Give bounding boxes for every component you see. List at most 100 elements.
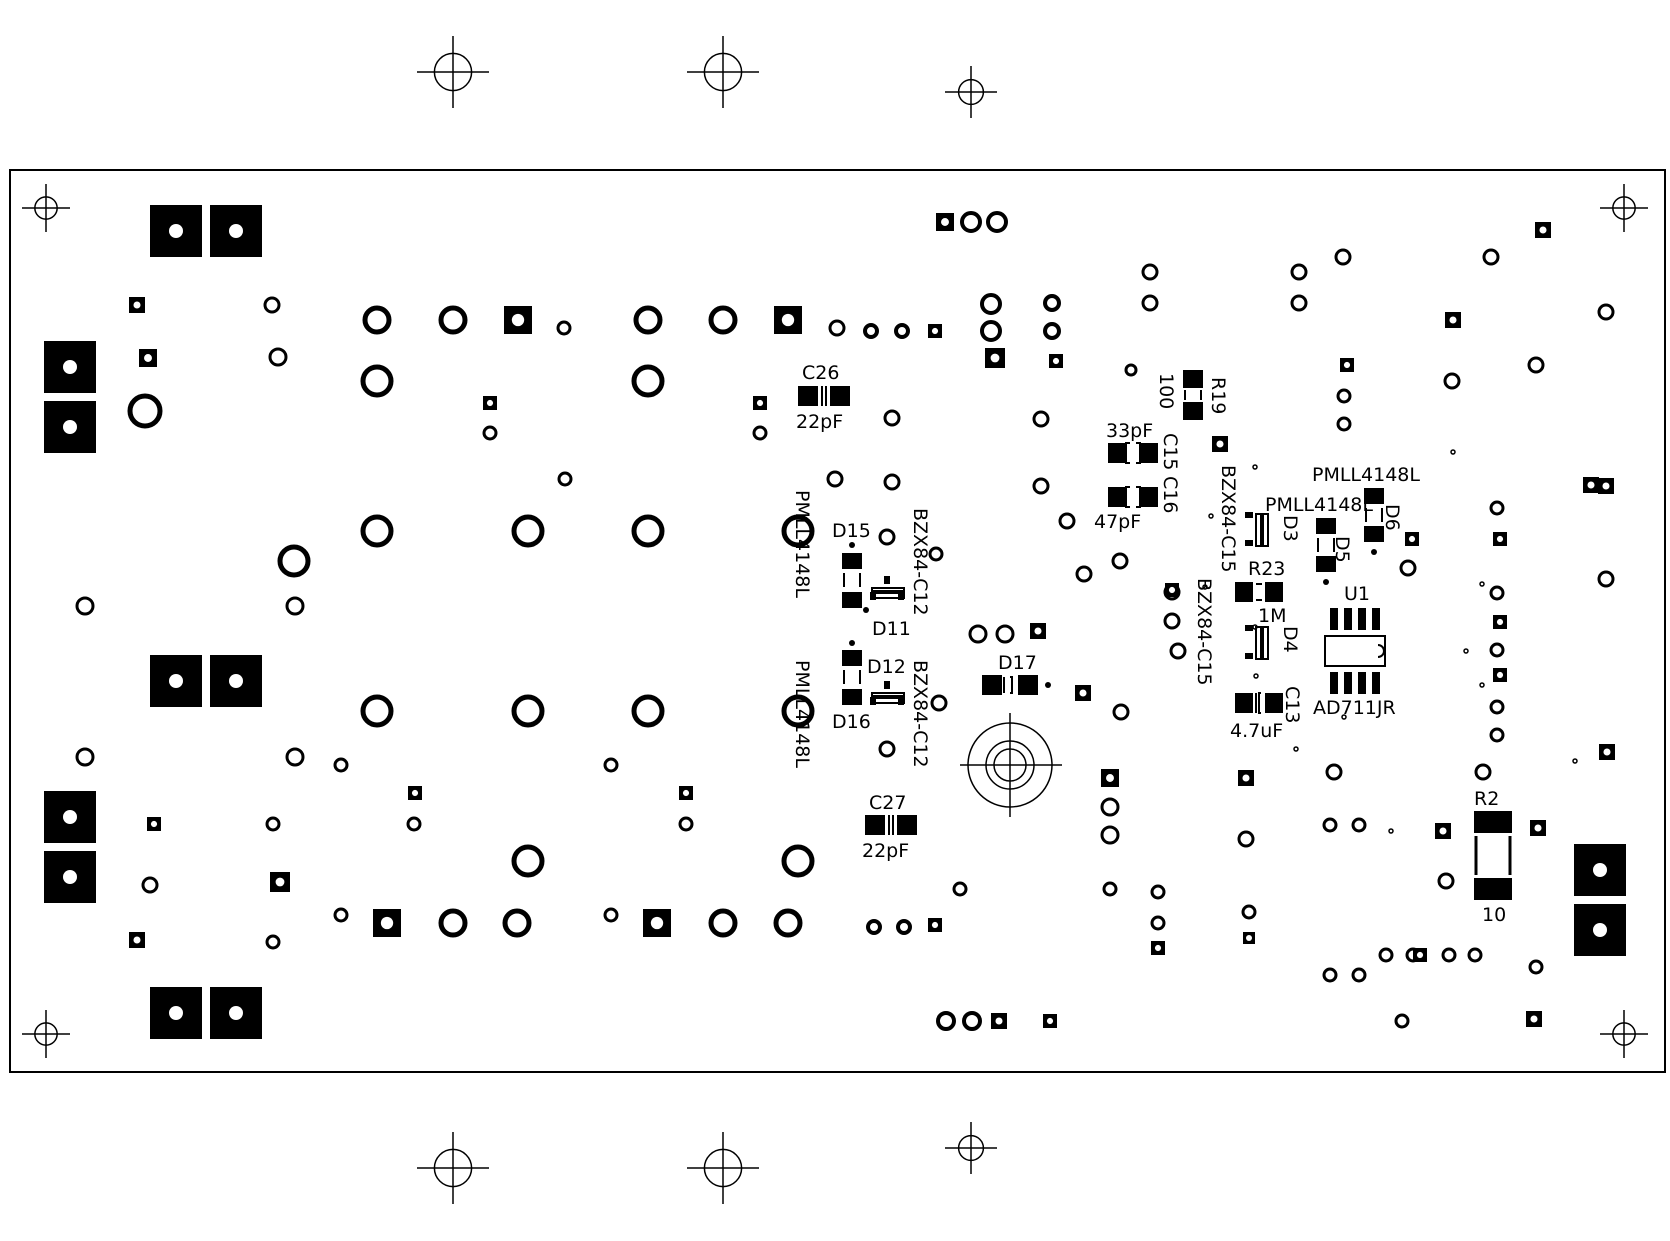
round-pad (896, 919, 912, 935)
round-pad (752, 425, 768, 441)
terminal-pad-hole (229, 224, 243, 238)
square-pad-hole (1496, 671, 1504, 679)
round-pad (1489, 500, 1505, 516)
c15-pad (1140, 443, 1158, 463)
round-pad (773, 908, 803, 938)
square-pad-hole (682, 789, 690, 797)
d4-label: D4 (1279, 626, 1301, 653)
square-pad-hole (1408, 535, 1416, 543)
pmll-d6-label: PMLL4148L (1312, 464, 1420, 486)
d17-pad (1018, 675, 1038, 695)
round-pad (1202, 584, 1208, 590)
round-pad (511, 694, 545, 728)
square-pad-hole (990, 353, 1000, 363)
round-pad (1336, 416, 1352, 432)
round-pad (1141, 263, 1159, 281)
round-pad (883, 473, 901, 491)
round-pad (1075, 565, 1093, 583)
square-pad-hole (1530, 1015, 1538, 1023)
square-pad-hole (931, 921, 939, 929)
round-pad (863, 323, 879, 339)
terminal-pad-hole (1593, 863, 1607, 877)
round-pad (285, 596, 305, 616)
round-pad (1474, 763, 1492, 781)
round-pad (631, 514, 665, 548)
square-pad-hole (781, 313, 795, 327)
d15-pad (842, 592, 862, 608)
round-pad (360, 514, 394, 548)
round-pad (1489, 642, 1505, 658)
r19-label: R19 (1207, 377, 1229, 414)
d15-label: D15 (832, 520, 871, 542)
square-pad-hole (1246, 935, 1252, 941)
round-pad (141, 876, 159, 894)
round-pad (1597, 303, 1615, 321)
round-pad (826, 470, 844, 488)
round-pad (1482, 248, 1500, 266)
round-pad (1150, 884, 1166, 900)
round-pad (438, 908, 468, 938)
terminal-pad-hole (1593, 923, 1607, 937)
round-pad (995, 624, 1015, 644)
square-pad-hole (941, 218, 949, 226)
round-pad (277, 544, 311, 578)
round-pad (1528, 959, 1544, 975)
terminal-pad-hole (169, 674, 183, 688)
square-pad-hole (511, 313, 525, 327)
round-pad (1489, 699, 1505, 715)
round-pad (406, 816, 422, 832)
u1-value: AD711JR (1313, 697, 1396, 719)
square-pad-hole (1052, 357, 1060, 365)
round-pad (1572, 758, 1578, 764)
c26-pad (830, 386, 850, 406)
round-pad (265, 934, 281, 950)
round-pad (1241, 904, 1257, 920)
round-pad (285, 747, 305, 767)
square-pad-hole (133, 936, 141, 944)
r23-label: R23 (1248, 558, 1285, 580)
round-pad (1124, 363, 1138, 377)
d17-pad (982, 675, 1002, 695)
square-pad-hole (995, 1017, 1003, 1025)
round-pad (127, 393, 163, 429)
square-pad-hole (650, 916, 664, 930)
round-pad (952, 881, 968, 897)
round-pad (1489, 585, 1505, 601)
round-pad (1322, 817, 1338, 833)
board-outline (9, 169, 1666, 1073)
terminal-pad-hole (169, 1006, 183, 1020)
square-pad-hole (1343, 361, 1351, 369)
round-pad (556, 320, 572, 336)
square-pad-hole (1439, 827, 1447, 835)
round-pad (1479, 682, 1485, 688)
square-pad-hole (411, 789, 419, 797)
terminal-pads (44, 205, 1626, 1039)
round-pad (878, 740, 896, 758)
pmll-d16-label: PMLL4148L (791, 660, 813, 768)
terminal-pad-hole (63, 360, 77, 374)
square-pad-hole (1106, 774, 1114, 782)
square-pad-hole (1079, 689, 1087, 697)
round-pad (482, 425, 498, 441)
round-pad (333, 757, 349, 773)
round-pad (1163, 612, 1181, 630)
c13-pad (1265, 693, 1283, 713)
square-pad-hole (1034, 627, 1042, 635)
square-pad-hole (1496, 618, 1504, 626)
round-pad (1450, 449, 1456, 455)
d17-label: D17 (998, 652, 1037, 674)
round-pad (986, 211, 1008, 233)
square-pad-hole (1539, 226, 1547, 234)
square-pad-hole (133, 301, 141, 309)
round-pad (603, 757, 619, 773)
silkscreen-labels: C26 22pF C27 22pF 33pF 47pF R23 1M PMLL4… (791, 362, 1506, 926)
bzx-d4-label: BZX84-C15 (1193, 578, 1215, 686)
u1-label: U1 (1344, 583, 1370, 605)
round-pad (1141, 294, 1159, 312)
square-pad-hole (1154, 944, 1162, 952)
round-pad (928, 546, 944, 562)
round-pad (1100, 825, 1120, 845)
d16-label: D16 (832, 711, 871, 733)
round-pad (333, 907, 349, 923)
terminal-pad-hole (63, 420, 77, 434)
